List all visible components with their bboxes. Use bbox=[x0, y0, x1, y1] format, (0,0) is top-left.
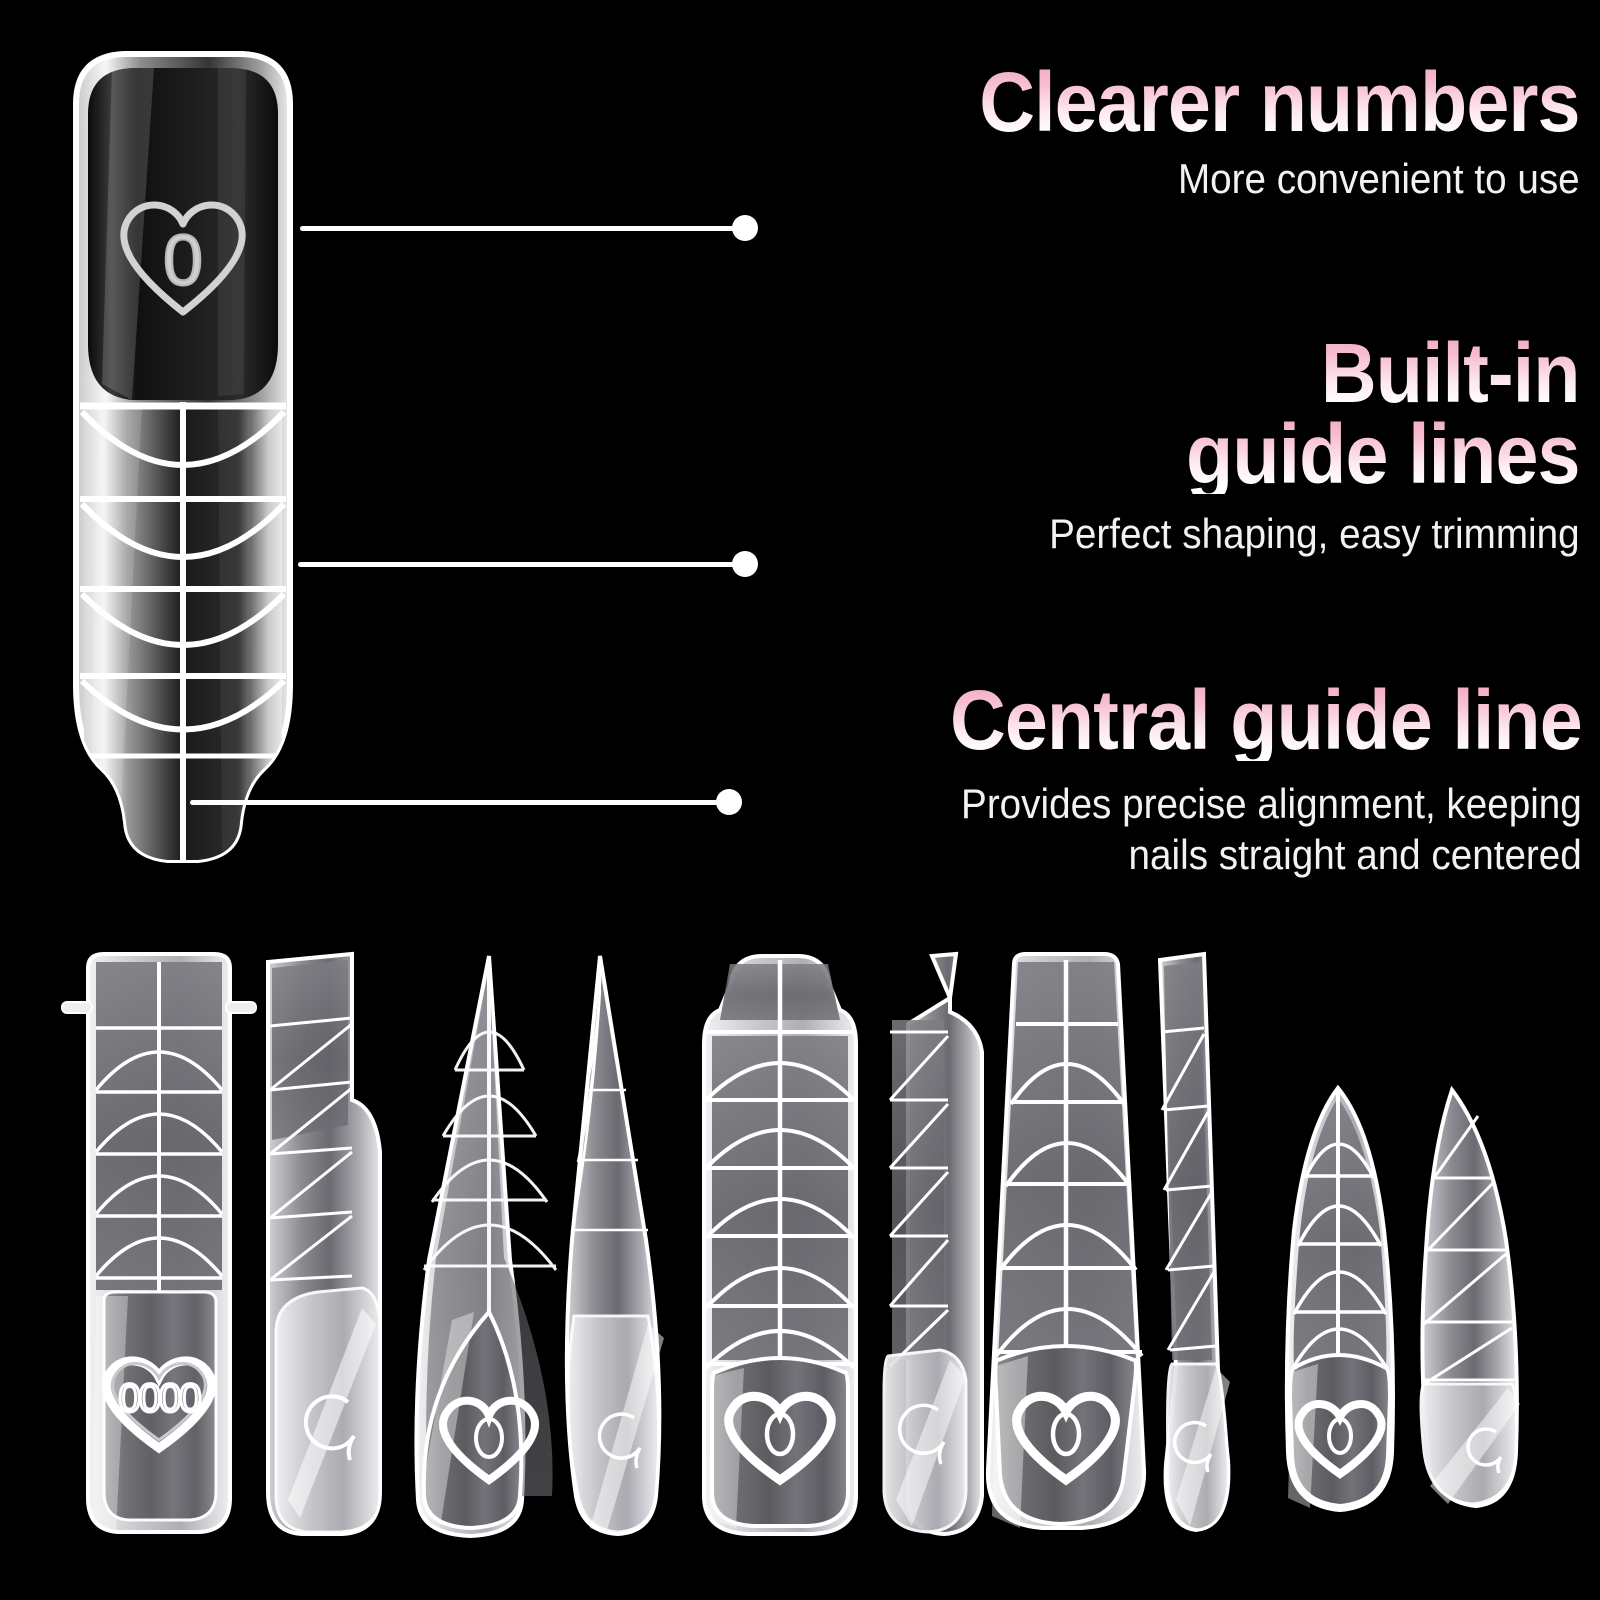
leader-dot-2 bbox=[732, 551, 758, 577]
form-square-front: 0000 bbox=[61, 952, 257, 1534]
form-number-label bbox=[1327, 1417, 1353, 1455]
feature-central-guide-line: Central guide line Provides precise alig… bbox=[895, 673, 1583, 880]
feature-3-subtitle-line2: nails straight and centered bbox=[1128, 831, 1582, 879]
leader-dot-3 bbox=[716, 789, 742, 815]
feature-built-in-guide-lines: Built-in guide lines Perfect shaping, ea… bbox=[1003, 331, 1581, 558]
form-long-square-side bbox=[1157, 951, 1231, 1533]
heart-icon bbox=[439, 1396, 539, 1485]
hero-nail-form: 0 bbox=[68, 44, 298, 864]
nail-form-collection: 0000 bbox=[0, 940, 1600, 1600]
leader-line-1 bbox=[300, 226, 745, 231]
form-long-square-front bbox=[985, 952, 1147, 1530]
form-coffin-front bbox=[702, 954, 858, 1536]
form-stiletto-front bbox=[414, 955, 558, 1539]
hero-number-label: 0 bbox=[163, 221, 203, 301]
feature-3-title: Central guide line bbox=[950, 673, 1583, 767]
form-number-label bbox=[1050, 1411, 1082, 1457]
form-number-label bbox=[764, 1411, 796, 1457]
feature-2-title-line1: Built-in bbox=[1050, 331, 1581, 415]
leader-line-3 bbox=[190, 800, 730, 805]
hero-number-plate bbox=[88, 68, 278, 400]
leader-dot-1 bbox=[732, 215, 758, 241]
hero-heart-icon bbox=[120, 201, 246, 316]
form-almond-front bbox=[1284, 1084, 1395, 1513]
form-number-label: 0000 bbox=[119, 1377, 201, 1421]
form-stiletto-side bbox=[564, 955, 664, 1537]
form-number-label bbox=[474, 1417, 504, 1459]
feature-2-title-line2: guide lines bbox=[1050, 412, 1580, 496]
form-coffin-side bbox=[882, 951, 984, 1537]
feature-1-subtitle: More convenient to use bbox=[1178, 154, 1580, 202]
form-almond-side bbox=[1419, 1085, 1520, 1509]
heart-icon bbox=[101, 1356, 217, 1454]
leader-line-2 bbox=[298, 562, 745, 567]
feature-2-subtitle: Perfect shaping, easy trimming bbox=[1049, 510, 1580, 558]
feature-1-title: Clearer numbers bbox=[979, 55, 1581, 149]
feature-3-subtitle-line1: Provides precise alignment, keeping bbox=[961, 779, 1582, 827]
feature-clearer-numbers: Clearer numbers More convenient to use bbox=[927, 55, 1581, 202]
form-square-side bbox=[266, 951, 382, 1536]
